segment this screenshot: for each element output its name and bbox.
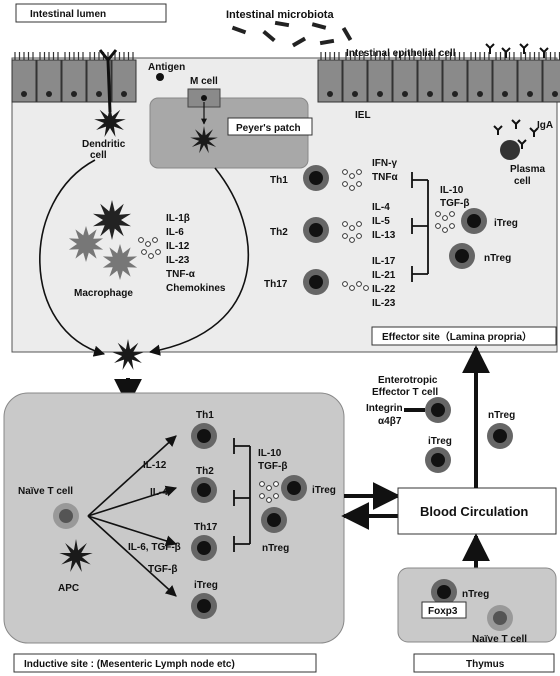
iga-label: IgA <box>537 120 553 131</box>
inductive-th17-label: Th17 <box>194 522 218 533</box>
macrophage-cytokine-dots <box>138 237 161 259</box>
intestinal-lumen-label: Intestinal lumen <box>30 9 106 20</box>
inductive-itreg-label2: iTreg <box>312 485 336 496</box>
enterotropic-label-1: Enterotropic <box>378 375 438 386</box>
inductive-reg-dots <box>259 481 279 503</box>
inductive-itreg-label: iTreg <box>194 580 218 591</box>
inductive-ntreg-label: nTreg <box>262 543 289 554</box>
effector-th2-label: Th2 <box>270 227 288 238</box>
dendritic-label-1: Dendritic <box>82 139 126 150</box>
inductive-site-box <box>13 653 317 673</box>
migrating-dc <box>112 339 144 370</box>
integrin-label-1: Integrin <box>366 403 403 414</box>
thymus-naive-label: Naïve T cell <box>472 634 527 645</box>
antigen-dot <box>156 73 164 81</box>
blood-circulation-box <box>397 487 557 535</box>
plasma-cell <box>500 140 520 160</box>
inductive-naive-label: Naïve T cell <box>18 486 73 497</box>
effector-th-cells <box>303 165 329 295</box>
peyers-patch-label-box <box>227 117 313 136</box>
effector-reg-dots <box>435 211 455 233</box>
circ-itreg-label: iTreg <box>428 436 452 447</box>
effector-reg-cyt-1: IL-10 <box>440 185 464 196</box>
effector-th17-label: Th17 <box>264 279 288 290</box>
microbiota-rods <box>231 20 353 48</box>
signal-tgfb: TGF-β <box>148 564 177 575</box>
svg-text:TNFα: TNFα <box>372 172 398 183</box>
dendritic-cell <box>94 106 126 137</box>
svg-text:TNF-α: TNF-α <box>166 269 196 280</box>
svg-text:IL-5: IL-5 <box>372 216 390 227</box>
inductive-reg-cyt-1: IL-10 <box>258 448 282 459</box>
apc-label: APC <box>58 583 79 594</box>
inductive-th1-label: Th1 <box>196 410 214 421</box>
epithelium <box>11 52 560 103</box>
antigen-label: Antigen <box>148 62 185 73</box>
dc-migration-arrow-left <box>39 159 106 357</box>
svg-text:IL-21: IL-21 <box>372 270 396 281</box>
svg-text:IL-17: IL-17 <box>372 256 396 267</box>
foxp3-box <box>421 601 467 619</box>
svg-text:Chemokines: Chemokines <box>166 283 226 294</box>
m-cell-label: M cell <box>190 76 218 87</box>
dendrite-extension <box>98 49 118 113</box>
integrin-label-2: α4β7 <box>378 416 402 427</box>
macrophage-cytokines: IL-1β IL-6 IL-12 IL-23 TNF-α Chemokines <box>166 213 226 294</box>
dendritic-label-2: cell <box>90 150 107 161</box>
inductive-reg-cyt-2: TGF-β <box>258 461 287 472</box>
intestinal-lumen-box <box>15 3 167 23</box>
inductive-site-label: Inductive site : (Mesenteric Lymph node … <box>24 659 235 670</box>
effector-inhibition-bracket <box>411 172 429 282</box>
epithelial-cell <box>492 59 518 103</box>
signal-il12: IL-12 <box>143 460 167 471</box>
iga-molecules <box>485 43 549 149</box>
svg-text:IL-22: IL-22 <box>372 284 396 295</box>
svg-text:IL-12: IL-12 <box>166 241 190 252</box>
inductive-t-cells <box>191 423 217 619</box>
epithelial-cell-label: Intestinal epithelial cell <box>346 48 456 59</box>
microbiota-label: Intestinal microbiota <box>226 9 334 21</box>
thymus-ntreg-label: nTreg <box>462 589 489 600</box>
thymus-box <box>413 653 555 673</box>
blood-circulation-label: Blood Circulation <box>420 504 528 519</box>
iel-label: IEL <box>355 110 371 121</box>
peyers-patch-dc <box>190 126 218 154</box>
macrophages <box>68 200 138 280</box>
signal-il6-tgfb: IL-6, TGF-β <box>128 542 181 553</box>
dc-migration-arrow-right <box>148 167 250 356</box>
circ-ntreg-label: nTreg <box>488 410 515 421</box>
svg-text:IL-23: IL-23 <box>372 298 396 309</box>
svg-text:IFN-γ: IFN-γ <box>372 158 397 169</box>
effector-cytokine-labels: IFN-γ TNFα IL-4 IL-5 IL-13 IL-17 IL-21 I… <box>372 158 398 309</box>
thymus-label: Thymus <box>466 659 505 670</box>
apc-cell <box>59 539 93 572</box>
effector-itreg-label: iTreg <box>494 218 518 229</box>
svg-text:IL-4: IL-4 <box>372 202 390 213</box>
effector-th1-label: Th1 <box>270 175 288 186</box>
plasma-label-2: cell <box>514 176 531 187</box>
macrophage-label: Macrophage <box>74 288 133 299</box>
signal-il4: IL-4 <box>150 487 168 498</box>
m-cell-antigen <box>201 95 207 101</box>
inductive-th2-label: Th2 <box>196 466 214 477</box>
inductive-inhibition-bracket <box>233 438 251 552</box>
inductive-differentiation-arrows <box>87 435 178 597</box>
svg-text:IL-1β: IL-1β <box>166 213 190 224</box>
foxp3-label: Foxp3 <box>428 606 458 617</box>
peyers-patch-label: Peyer's patch <box>236 123 301 134</box>
effector-site-label: Effector site（Lamina propria） <box>382 330 532 343</box>
plasma-label-1: Plasma <box>510 164 545 175</box>
svg-text:IL-13: IL-13 <box>372 230 396 241</box>
effector-ntreg-label: nTreg <box>484 253 511 264</box>
effector-reg-cyt-2: TGF-β <box>440 198 469 209</box>
effector-site-box <box>371 326 557 346</box>
svg-text:IL-6: IL-6 <box>166 227 184 238</box>
svg-text:IL-23: IL-23 <box>166 255 190 266</box>
enterotropic-label-2: Effector T cell <box>372 387 438 398</box>
effector-cytokine-dots <box>342 169 369 291</box>
